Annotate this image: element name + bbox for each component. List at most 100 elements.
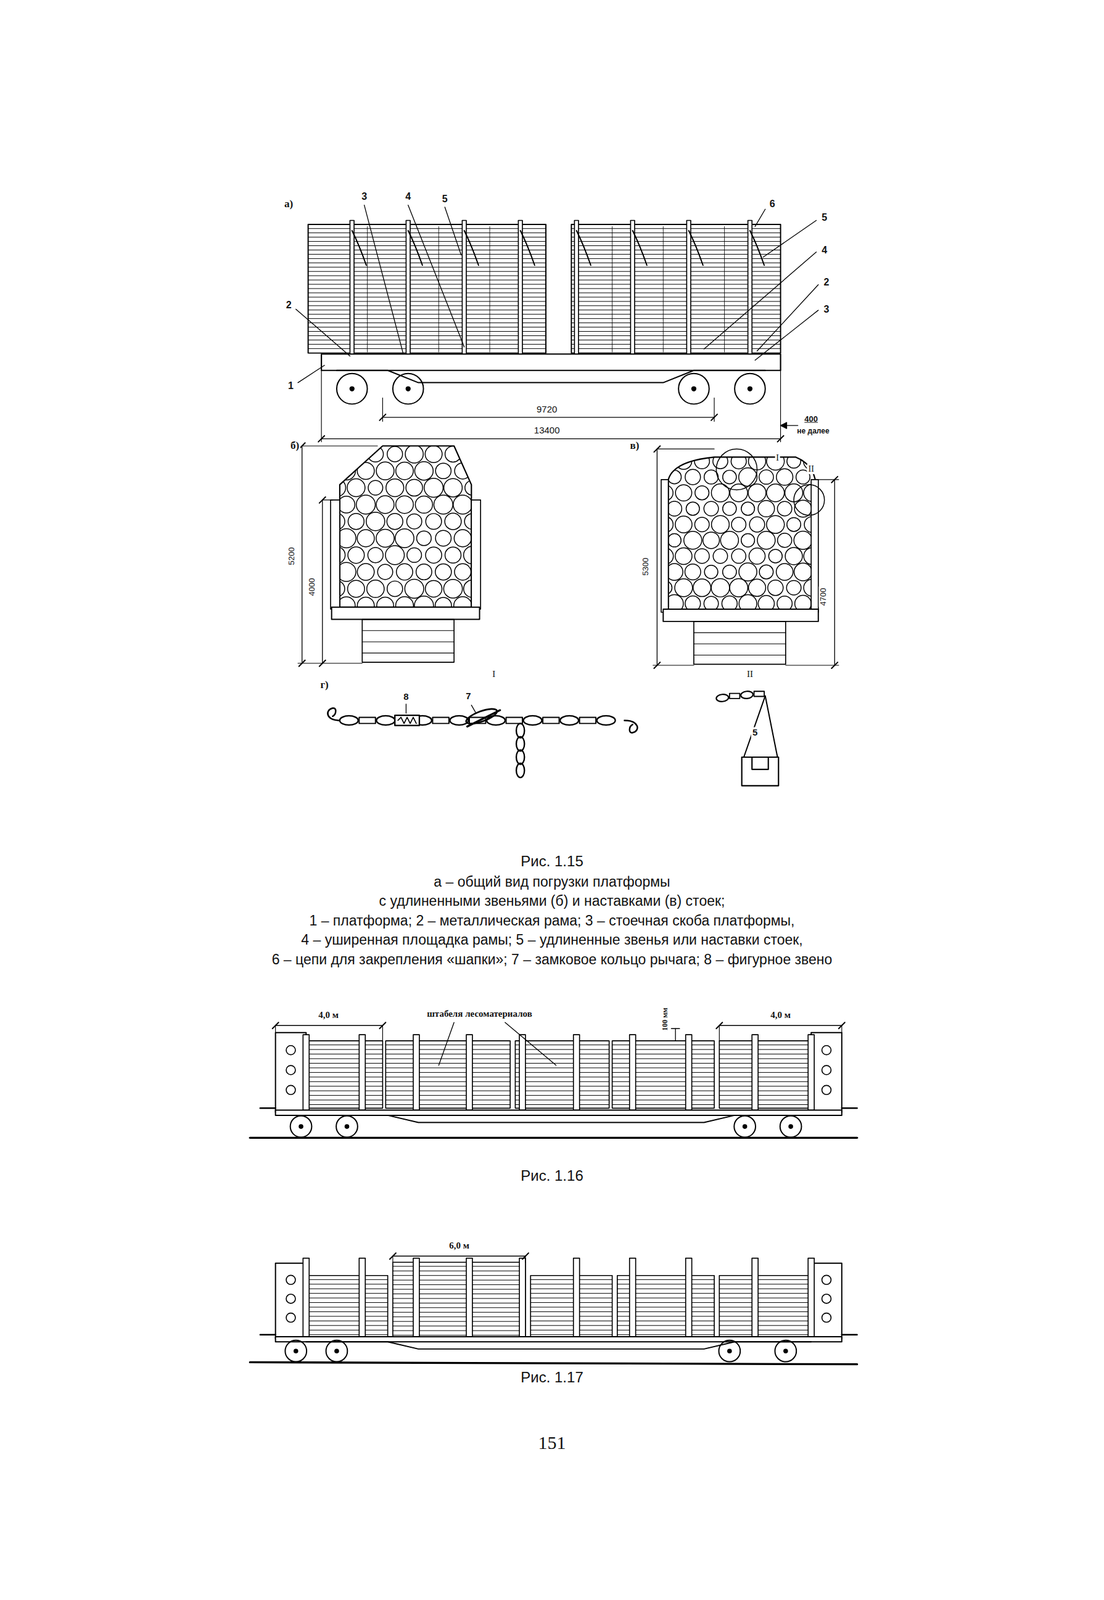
- log-line: [514, 1095, 609, 1096]
- stanchion: [751, 1034, 758, 1111]
- log-end: [366, 512, 385, 532]
- log-ends: [657, 452, 821, 614]
- log-end: [424, 445, 443, 464]
- log-line: [514, 1100, 609, 1101]
- log-end: [729, 484, 748, 503]
- log-end: [395, 495, 414, 514]
- log-line: [385, 1091, 511, 1092]
- log-end: [711, 484, 730, 503]
- stanchion: [751, 1258, 758, 1338]
- wall-hole: [822, 1294, 832, 1304]
- load-outline: [339, 445, 472, 607]
- log-line: [719, 1104, 812, 1106]
- dimension-tick: [831, 476, 838, 483]
- extension-line: [321, 370, 322, 443]
- log-line: [308, 348, 546, 350]
- dimension-tick: [272, 1022, 279, 1029]
- log-end: [786, 580, 802, 596]
- callout-number: 8: [402, 692, 410, 703]
- dimension-line: [321, 438, 781, 440]
- log-line: [305, 1058, 383, 1060]
- log-line: [530, 1284, 612, 1285]
- dimension-value: 4,0 м: [769, 1010, 792, 1021]
- wheel: [392, 373, 424, 405]
- log-line: [305, 1104, 383, 1106]
- log-line: [308, 309, 546, 311]
- log-end: [444, 478, 463, 498]
- figure-caption: Рис. 1.17: [519, 1369, 585, 1387]
- caption-line: с удлиненными звеньями (б) и наставками …: [378, 893, 727, 910]
- log-line: [719, 1067, 812, 1069]
- log-line: [514, 1063, 609, 1064]
- dimension-value: 4000: [307, 576, 318, 598]
- axle: [748, 386, 753, 392]
- bogie-line: [362, 641, 454, 643]
- stanchion: [466, 1034, 473, 1111]
- log-line: [305, 1279, 388, 1281]
- log-line: [305, 1054, 383, 1055]
- log-end: [329, 447, 344, 462]
- log-line: [530, 1330, 612, 1331]
- axle: [405, 386, 411, 392]
- wheel: [774, 1340, 797, 1363]
- coupler: [260, 1334, 276, 1336]
- chain-link: [740, 690, 754, 699]
- log-end: [368, 480, 384, 496]
- log-end: [367, 547, 384, 564]
- log-stack: [719, 1041, 812, 1109]
- chain-link: [516, 763, 525, 778]
- lever-ring: [464, 706, 499, 728]
- log-line: [612, 1100, 715, 1101]
- log-line: [308, 241, 546, 242]
- log-line: [308, 271, 546, 272]
- log-end: [357, 563, 374, 581]
- end-wall: [275, 1033, 307, 1113]
- log-line: [719, 1054, 812, 1055]
- callout-number: 1: [286, 379, 295, 392]
- log-end: [748, 484, 767, 503]
- extension-line: [653, 664, 694, 666]
- log-end: [759, 564, 774, 580]
- dimension-value: 13400: [532, 425, 562, 437]
- log-line: [305, 1091, 383, 1092]
- log-line: [719, 1311, 812, 1313]
- log-line: [308, 262, 546, 264]
- extension-line: [719, 1025, 720, 1042]
- log-end: [377, 564, 393, 580]
- chain-hook: [624, 720, 638, 733]
- log-line: [719, 1293, 812, 1294]
- wheel: [326, 1340, 348, 1363]
- stanchion: [518, 220, 523, 359]
- log-line: [305, 1100, 383, 1101]
- stanchion: [574, 220, 579, 359]
- log-end: [683, 531, 702, 550]
- log-end: [748, 548, 765, 565]
- leader-line: [296, 308, 351, 356]
- log-ends: [327, 444, 482, 616]
- figured-link: [394, 715, 420, 726]
- lever: [467, 710, 501, 727]
- wall-hole: [286, 1275, 296, 1285]
- coupler: [841, 1334, 858, 1336]
- log-end: [435, 530, 451, 546]
- log-end: [720, 531, 739, 550]
- callout-number: 4: [403, 191, 412, 203]
- log-end: [658, 453, 673, 469]
- log-end: [387, 580, 403, 597]
- log-joint: [438, 226, 440, 353]
- log-line: [308, 258, 546, 260]
- stanchion: [349, 220, 355, 359]
- dimension-tick: [711, 414, 718, 421]
- chain-link: [486, 716, 506, 726]
- wheel: [734, 373, 766, 405]
- log-line: [514, 1104, 609, 1106]
- stanchion: [629, 1034, 636, 1111]
- log-line: [308, 249, 546, 251]
- end-wall: [275, 1263, 307, 1339]
- leader-line: [438, 1022, 454, 1066]
- cap-chain: [632, 230, 647, 266]
- log-line: [719, 1086, 812, 1087]
- log-end: [738, 468, 758, 487]
- log-joint: [611, 226, 613, 353]
